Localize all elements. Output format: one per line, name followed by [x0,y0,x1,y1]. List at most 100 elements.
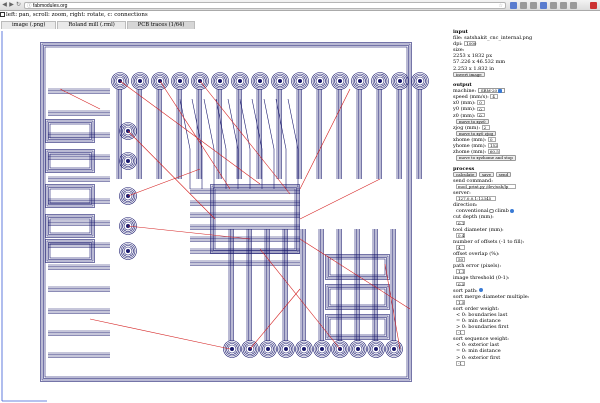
back-icon[interactable]: ◀ [2,2,7,8]
toolpath-outline [46,120,94,142]
toolpath-outline [49,243,91,259]
toolpath-pad [375,76,385,86]
page-info-icon[interactable]: ⓘ [27,2,32,8]
extension-icon[interactable] [510,2,517,9]
pad-center [338,79,342,83]
yhome-input[interactable]: 152 [488,143,499,149]
cut-depth-input[interactable]: 0.1 [456,220,465,226]
order-weight-input[interactable]: -1 [456,330,465,336]
toolpath-pad [274,75,286,87]
toolpath-pad [280,343,292,355]
toolpath-canvas[interactable] [0,29,452,403]
z0-input[interactable]: 0 [477,112,486,118]
toolpath-pad [353,344,363,354]
toolpath-pad [192,73,208,89]
sequence-weight-input[interactable]: -1 [456,360,465,366]
toolpath-pad [335,344,345,354]
machine-select[interactable]: SRM-20 [477,87,506,94]
toolpath-pad [355,76,365,86]
tab-roland-mill[interactable]: Roland mill (.rml) [57,21,126,29]
output-heading: output [453,81,472,88]
extension-icon[interactable] [530,2,537,9]
merge-input[interactable]: 1.5 [456,299,465,305]
toolpath-pad [335,76,345,86]
y0-input[interactable]: 0 [477,106,486,112]
help-line: left: pan, scroll: zoom, right: rotate, … [0,12,148,19]
toolpath-pad [122,155,134,167]
toolpath-outline [40,42,412,382]
toolpath-pad [371,344,381,354]
move-to-xy0-zjog-button[interactable]: move to xy0 zjog [456,130,497,137]
sequence-weight-label: sort sequence weight: [453,336,509,343]
send-command-input[interactable]: mod_print.py /dev/usb/lp [456,184,516,189]
toolpath-pad [334,343,346,355]
move-to-xyz0-button[interactable]: move to xyz0 [456,118,489,124]
toolpath-outline [49,188,91,204]
speed-input[interactable]: 4 [490,94,499,100]
overlap-input[interactable]: 50 [456,257,465,263]
toolpath-pad [294,75,306,87]
toolpath-pad [174,75,186,87]
save-button[interactable]: save [478,171,495,177]
connection-line [127,168,201,197]
sort-path-checkbox[interactable] [478,287,484,293]
cut-depth-label: cut depth (mm): [453,214,494,221]
invert-image-button[interactable]: invert image [453,71,485,77]
toolpath-pad [334,75,346,87]
tab-pcb-traces[interactable]: PCB traces (1/64) [126,21,196,29]
toolpath-pad [175,76,185,86]
offsets-input[interactable]: 4 [456,244,465,250]
climb-radio[interactable] [509,208,515,213]
toolpath-trace [239,98,251,189]
conventional-radio[interactable] [489,208,494,213]
move-to-home-button[interactable]: move to xyzhome and stop [456,155,516,161]
toolpath-outline [325,284,390,310]
toolpath-pad [214,75,226,87]
bookmark-star-icon[interactable]: ☆ [498,2,503,9]
extension-icon[interactable] [550,2,557,9]
menu-icon[interactable] [590,2,597,9]
toolpath-pad [298,343,310,355]
calculate-button[interactable]: calculate [453,171,478,177]
address-bar[interactable]: ⓘ fabmodules.org ☆ [24,1,506,9]
input-file: file: satshakit_cnc_internal.png [453,35,533,42]
pad-center [374,347,378,351]
extension-icon[interactable] [560,2,567,9]
extension-icon[interactable] [570,2,577,9]
send-button[interactable]: send [495,171,512,177]
threshold-input[interactable]: 0.5 [456,281,465,287]
xhome-input[interactable]: 0 [488,137,497,142]
toolpath-pad [212,73,228,89]
connection-line [127,225,251,240]
server-input[interactable]: 127.0.0.1:12345 [456,196,496,201]
toolpath-outline [326,285,389,309]
forward-icon[interactable]: ▶ [9,2,14,8]
toolpath-pad [122,245,134,257]
zjog-input[interactable]: 2 [481,124,490,130]
toolpath-pad [123,126,133,136]
toolpath-pad [392,73,408,89]
toolpath-pad [312,73,328,89]
zhome-input[interactable]: 60.5 [487,149,500,155]
reload-icon[interactable]: ↻ [15,2,22,8]
toolpath-pad [134,75,146,87]
toolpath-pad [295,76,305,86]
process-heading: process [453,165,475,172]
toolpath-pad [389,344,399,354]
toolpath-outline [46,150,94,172]
toolpath-pad [299,344,309,354]
pad-center [230,347,234,351]
dpi-label: dpi: [453,41,463,48]
size-label: size: [453,47,465,54]
extension-icon[interactable] [520,2,527,9]
toolpath-outline [326,315,389,339]
toolpath-pad [172,73,188,89]
dpi-input[interactable]: 1000 [464,41,477,47]
pad-center [218,79,222,83]
x0-input[interactable]: 0 [477,100,486,106]
path-error-input[interactable]: 1.1 [456,269,465,275]
tool-diameter-input[interactable]: 0.4 [456,232,465,238]
tab-image[interactable]: image (.png) [1,21,57,29]
size-mm: 57.226 x 46.532 mm [453,59,506,66]
extension-icon[interactable] [540,2,547,9]
